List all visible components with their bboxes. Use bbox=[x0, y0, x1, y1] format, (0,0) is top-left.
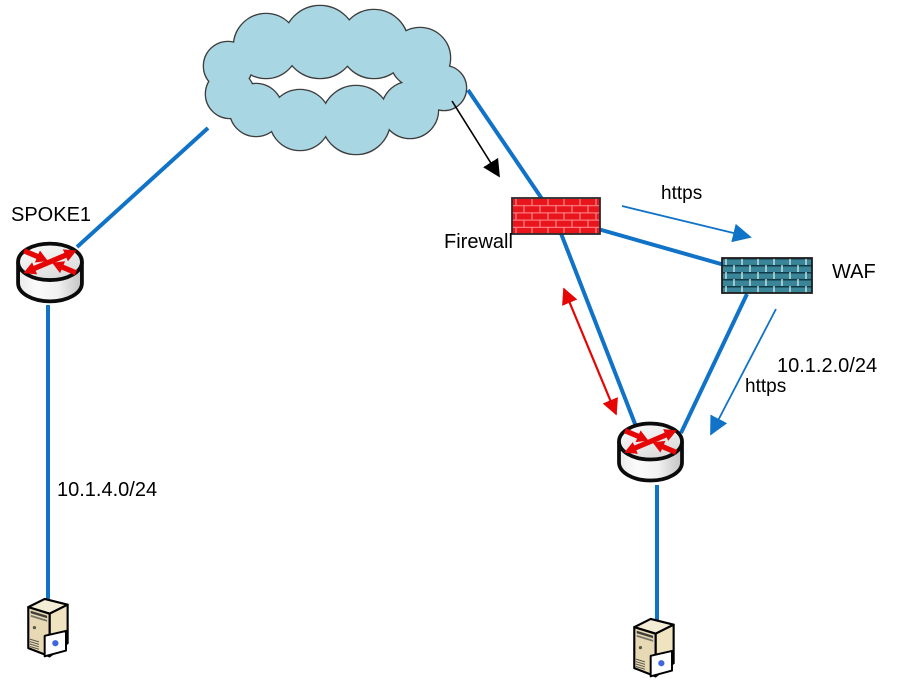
subnet-right-label: 10.1.2.0/24 bbox=[777, 355, 878, 377]
cloud-icon bbox=[202, 4, 468, 156]
link-cloud-firewall-hub-router bbox=[466, 88, 639, 430]
spoke1-router-icon bbox=[18, 244, 82, 302]
connector-links bbox=[46, 88, 749, 622]
waf-brick-icon bbox=[721, 257, 813, 294]
server-right-icon bbox=[633, 617, 675, 678]
link-firewall-waf bbox=[597, 227, 736, 270]
waf-label: WAF bbox=[832, 261, 876, 283]
link-spoke1-cloud bbox=[75, 126, 210, 249]
https-top-label: https bbox=[661, 183, 703, 204]
server-left-icon bbox=[27, 597, 69, 658]
red-bidirectional-arrow-firewall-router bbox=[562, 287, 618, 416]
cloud-to-firewall-arrow bbox=[451, 100, 500, 178]
https-arrow-waf-to-router bbox=[710, 308, 777, 436]
spoke1-label: SPOKE1 bbox=[11, 204, 92, 226]
https-arrow-firewall-to-waf bbox=[621, 205, 752, 243]
firewall-label: Firewall bbox=[444, 231, 513, 253]
subnet-left-label: 10.1.4.0/24 bbox=[57, 479, 158, 501]
firewall-brick-icon bbox=[511, 197, 601, 235]
link-waf-hub-router bbox=[679, 293, 749, 434]
https-bottom-label: https bbox=[745, 376, 787, 397]
hub-router-icon bbox=[619, 424, 682, 481]
